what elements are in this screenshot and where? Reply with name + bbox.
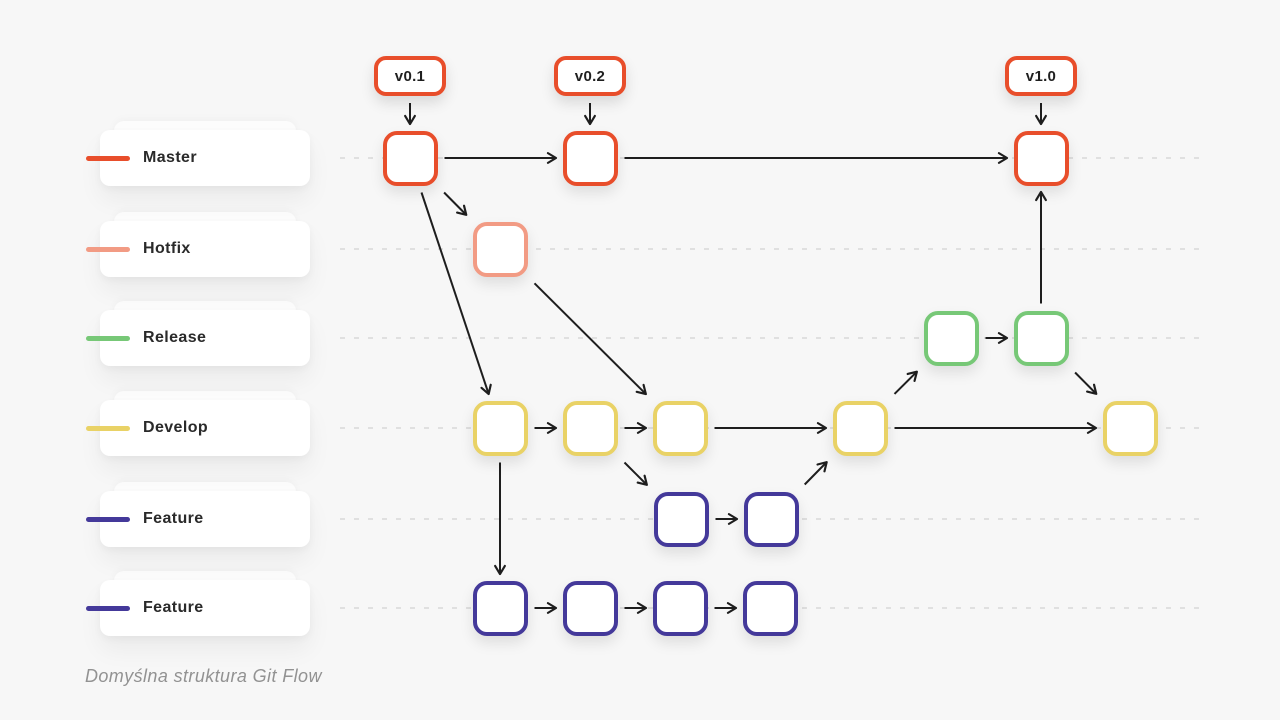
legend-label: Hotfix — [143, 240, 191, 257]
commit-node-release-2 — [1013, 310, 1069, 366]
commit-node-feature2-4 — [742, 580, 798, 636]
legend-label: Release — [143, 329, 207, 346]
commit-node-develop-1 — [472, 400, 528, 456]
commit-node-hotfix-1 — [472, 221, 528, 277]
commit-node-develop-4 — [832, 400, 888, 456]
edge-feature1-2-to-develop-4 — [803, 461, 828, 486]
edge-release-2-to-develop-5 — [1074, 371, 1098, 395]
commit-node-feature1-1 — [653, 491, 709, 547]
commit-node-feature2-1 — [472, 580, 528, 636]
version-tag-v0.2: v0.2 — [554, 56, 626, 96]
legend-item-hotfix: Hotfix — [86, 212, 310, 277]
commit-node-develop-2 — [562, 400, 618, 456]
commit-node-master-1 — [382, 130, 438, 186]
legend-item-develop: Develop — [86, 391, 310, 456]
version-tag-v0.1: v0.1 — [374, 56, 446, 96]
commit-node-release-1 — [923, 310, 979, 366]
commit-node-develop-3 — [652, 400, 708, 456]
release-branch-swatch — [86, 336, 130, 341]
commit-node-master-2 — [562, 130, 618, 186]
master-branch-swatch — [86, 156, 130, 161]
legend-item-release: Release — [86, 301, 310, 366]
commit-node-feature2-2 — [562, 580, 618, 636]
feature-branch-swatch — [86, 606, 130, 611]
commit-node-master-3 — [1013, 130, 1069, 186]
legend-label: Develop — [143, 419, 209, 436]
commit-node-feature2-3 — [652, 580, 708, 636]
edge-develop-4-to-release-1 — [893, 370, 918, 395]
commit-node-feature1-2 — [743, 491, 799, 547]
commit-node-develop-5 — [1102, 400, 1158, 456]
develop-branch-swatch — [86, 426, 130, 431]
edge-develop-2-to-feature1-1 — [623, 461, 648, 486]
edge-master-1-to-hotfix-1 — [443, 191, 468, 216]
hotfix-branch-swatch — [86, 247, 130, 252]
feature-branch-swatch — [86, 517, 130, 522]
legend-label: Master — [143, 149, 197, 166]
caption: Domyślna struktura Git Flow — [85, 666, 322, 686]
version-tag-v1.0: v1.0 — [1005, 56, 1077, 96]
edge-master-1-to-develop-1 — [420, 192, 492, 396]
legend-item-master: Master — [86, 121, 310, 186]
legend-label: Feature — [143, 599, 204, 616]
edge-hotfix-1-to-develop-3 — [533, 282, 647, 396]
arrow-edges — [404, 103, 1098, 614]
legend-item-feature-2: Feature — [86, 571, 310, 636]
legend-label: Feature — [143, 510, 204, 527]
legend-item-feature-1: Feature — [86, 482, 310, 547]
